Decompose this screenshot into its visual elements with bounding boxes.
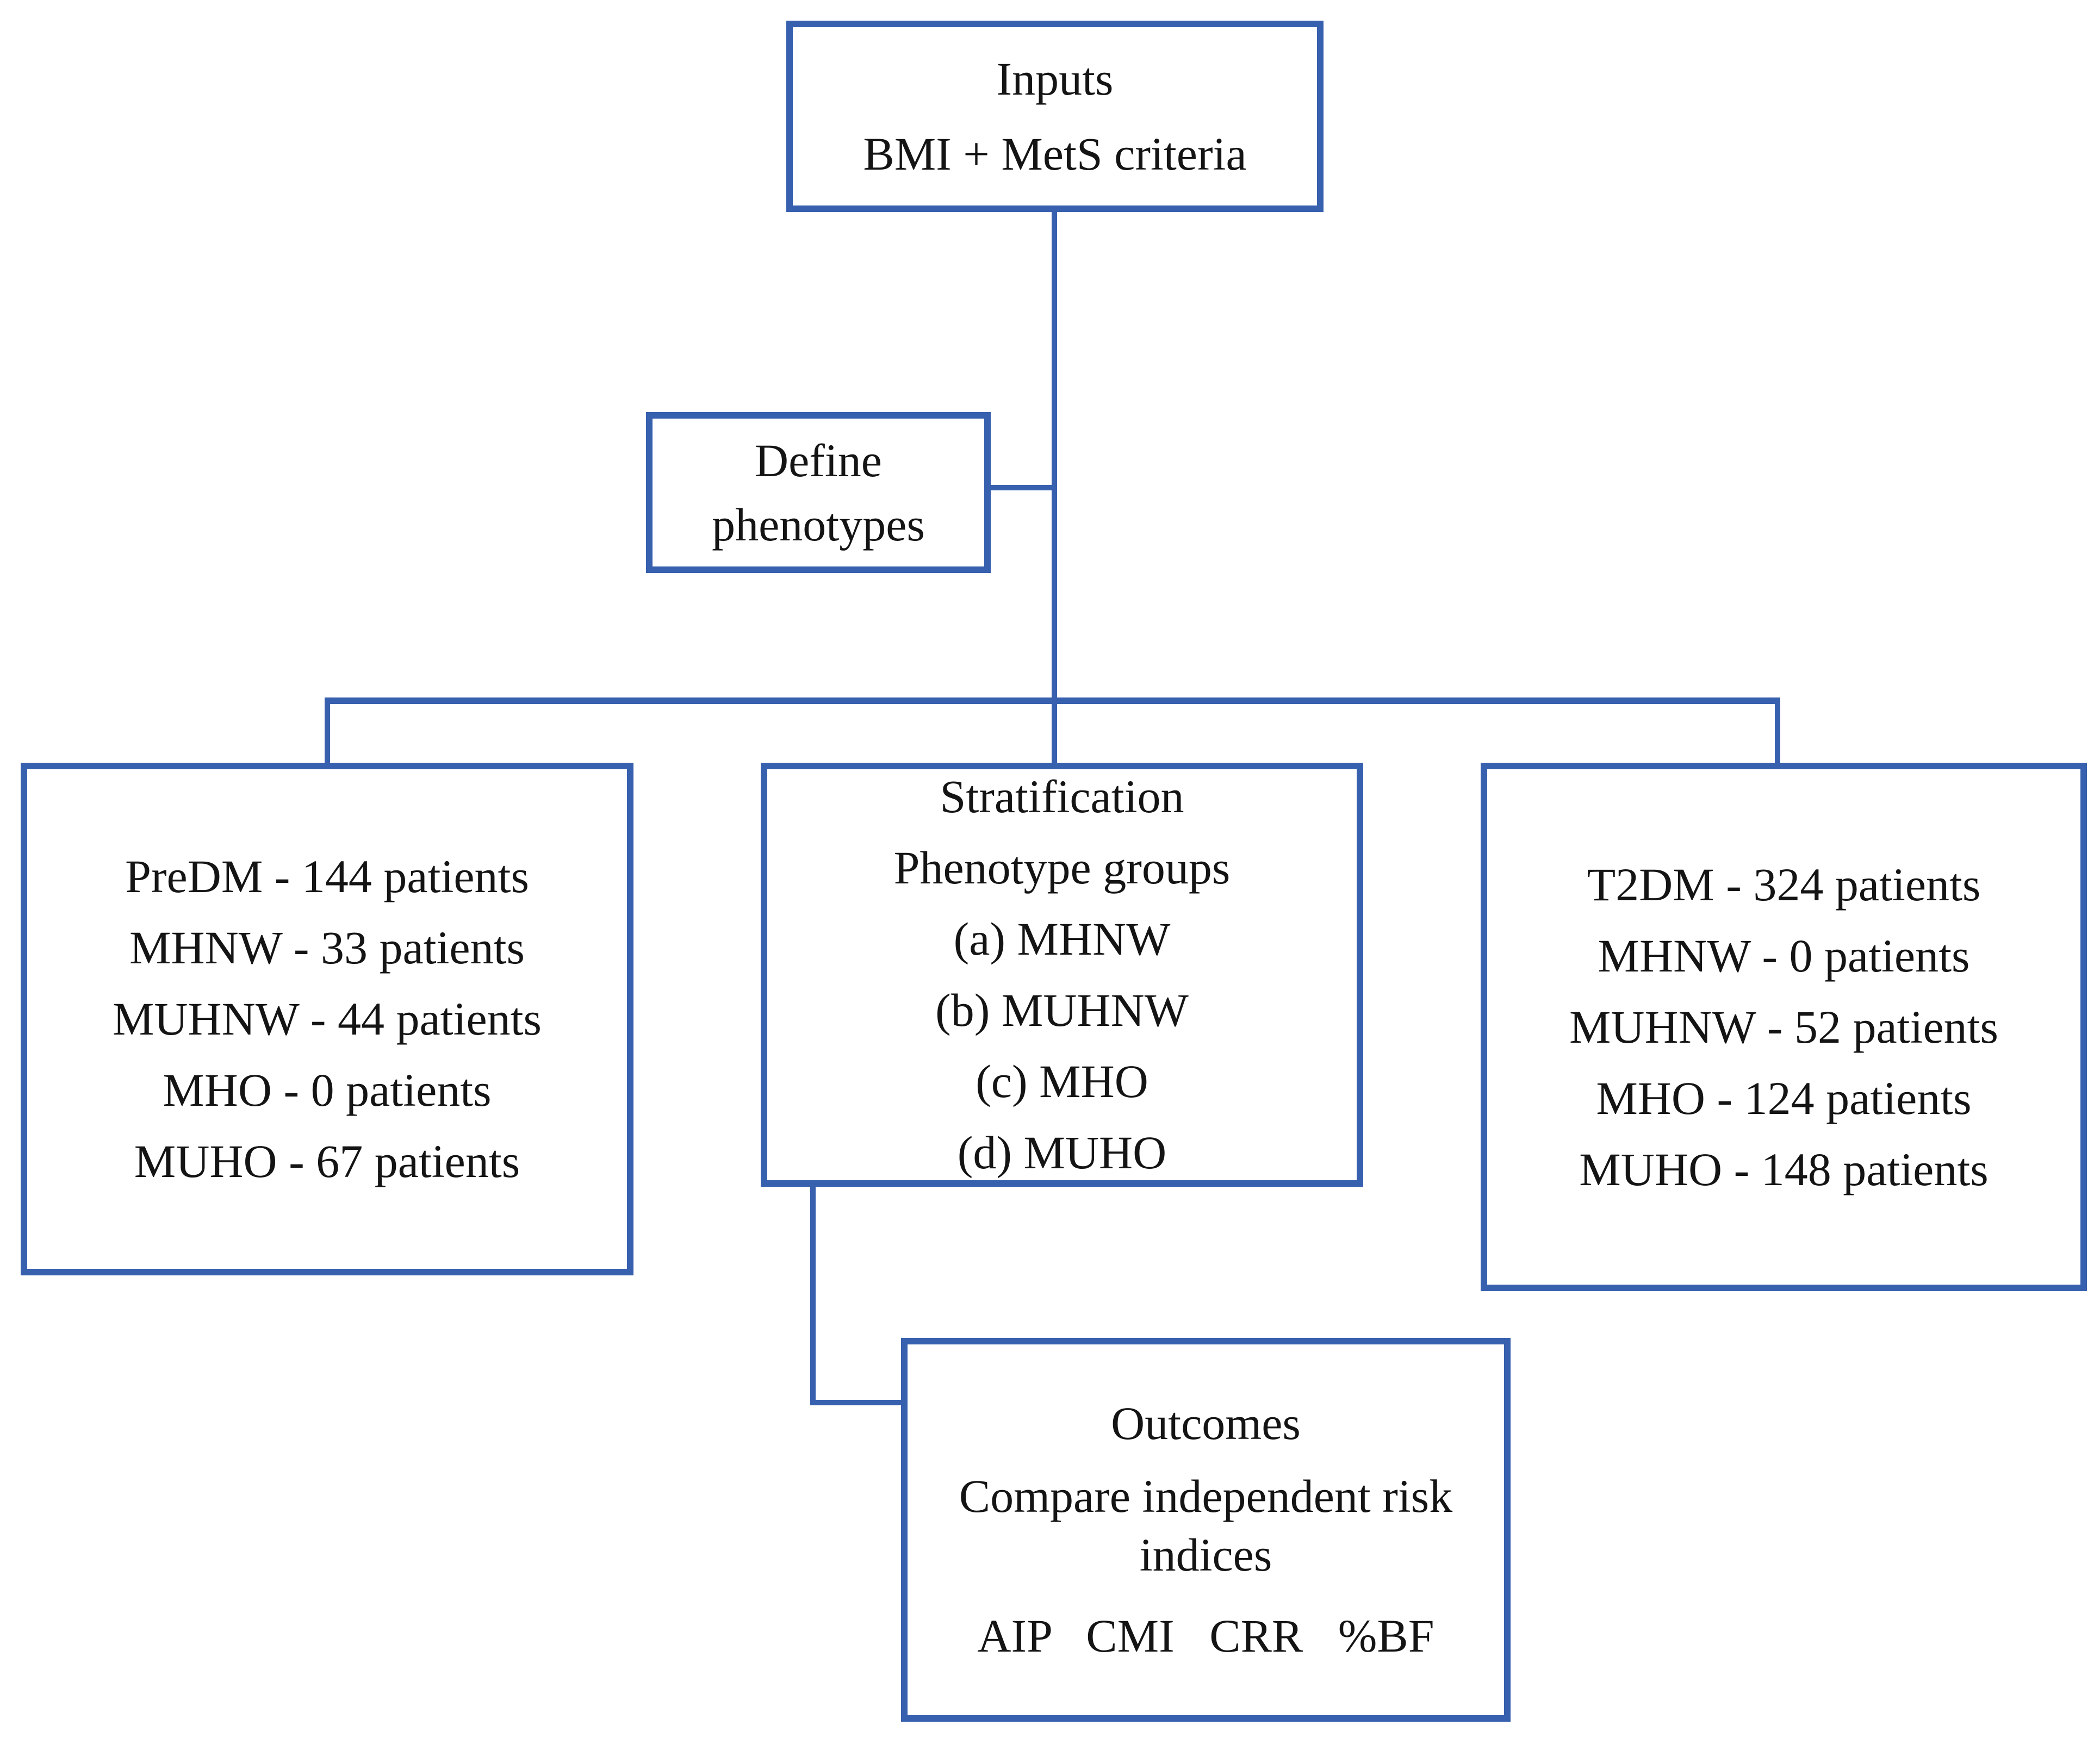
predm-muho: MUHO - 67 patients xyxy=(134,1135,520,1187)
t2dm-muhnw: MUHNW - 52 patients xyxy=(1569,1000,1999,1053)
outcomes-description: Compare independent risk indices xyxy=(959,1470,1453,1581)
inputs-node: Inputs BMI + MetS criteria xyxy=(786,21,1324,212)
define-phenotypes-node: Define phenotypes xyxy=(646,412,991,573)
connector-outcomes-vertical xyxy=(810,1185,816,1405)
t2dm-cohort-node: T2DM - 324 patients MHNW - 0 patients MU… xyxy=(1481,763,2087,1291)
t2dm-mhnw: MHNW - 0 patients xyxy=(1598,929,1970,982)
define-line-1: Define xyxy=(755,434,882,487)
t2dm-muho: MUHO - 148 patients xyxy=(1579,1143,1989,1195)
outcomes-node: Outcomes Compare independent risk indice… xyxy=(901,1338,1511,1722)
group-b: (b) MUHNW xyxy=(935,984,1189,1036)
outcomes-title: Outcomes xyxy=(1111,1397,1301,1449)
connector-left-stub xyxy=(325,701,330,764)
connector-define-stub xyxy=(990,485,1055,490)
group-c: (c) MHO xyxy=(976,1055,1148,1107)
predm-mhnw: MHNW - 33 patients xyxy=(129,921,525,974)
outcomes-indices: AIP CMI CRR %BF xyxy=(977,1610,1434,1662)
connector-right-stub xyxy=(1775,701,1780,764)
predm-muhnw: MUHNW - 44 patients xyxy=(112,993,542,1045)
connector-branch xyxy=(325,697,1780,704)
inputs-criteria: BMI + MetS criteria xyxy=(863,128,1247,180)
stratification-node: Stratification Phenotype groups (a) MHNW… xyxy=(761,763,1363,1187)
group-d: (d) MUHO xyxy=(957,1126,1167,1179)
inputs-title: Inputs xyxy=(996,53,1114,105)
t2dm-total: T2DM - 324 patients xyxy=(1587,858,1981,911)
define-line-2: phenotypes xyxy=(712,499,925,551)
prediabetes-cohort-node: PreDM - 144 patients MHNW - 33 patients … xyxy=(21,763,633,1275)
predm-total: PreDM - 144 patients xyxy=(125,850,529,902)
stratification-subtitle: Phenotype groups xyxy=(893,842,1231,894)
t2dm-mho: MHO - 124 patients xyxy=(1596,1072,1972,1124)
predm-mho: MHO - 0 patients xyxy=(163,1064,492,1116)
connector-outcomes-horizontal xyxy=(810,1400,905,1405)
group-a: (a) MHNW xyxy=(953,913,1171,965)
stratification-title: Stratification xyxy=(940,770,1184,823)
